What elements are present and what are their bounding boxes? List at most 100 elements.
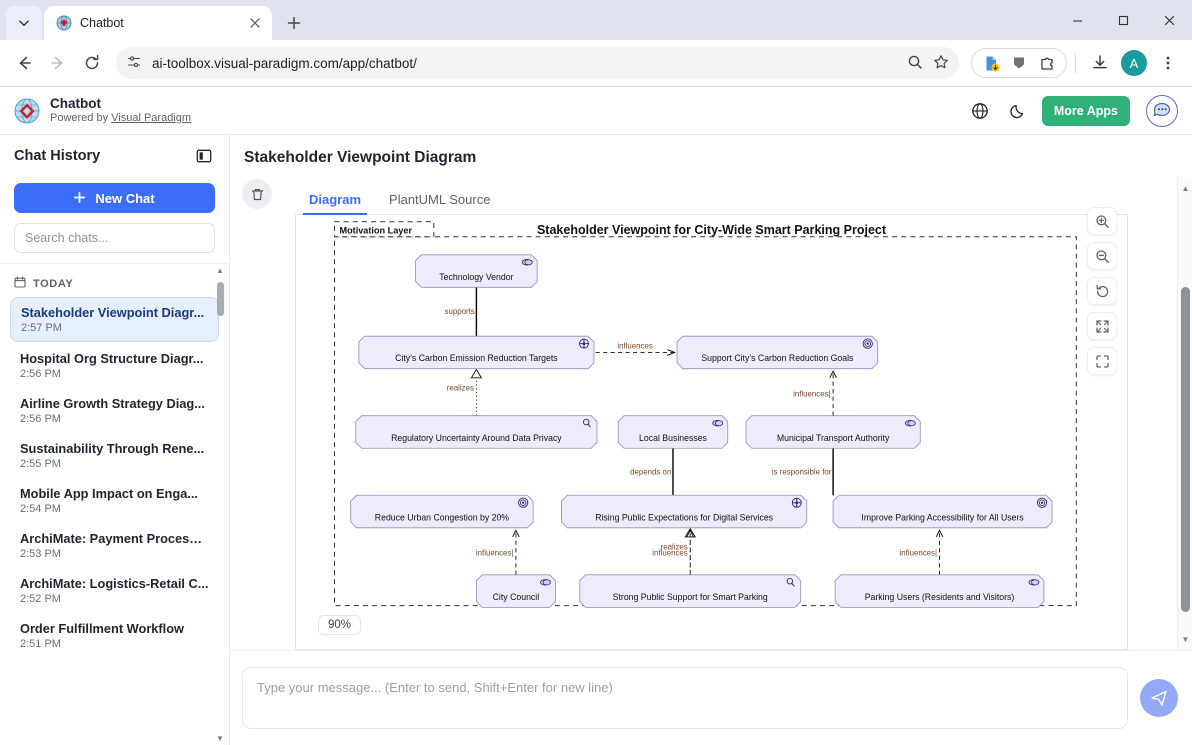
avatar-initial: A	[1121, 50, 1147, 76]
visual-paradigm-link[interactable]: Visual Paradigm	[111, 111, 192, 124]
chat-list-item[interactable]: Stakeholder Viewpoint Diagr... 2:57 PM	[10, 297, 219, 342]
toolbar-divider	[1075, 53, 1076, 73]
download-icon[interactable]	[1084, 47, 1116, 79]
chat-item-title: Sustainability Through Rene...	[20, 441, 205, 456]
browser-tab-strip: Chatbot	[0, 0, 1192, 40]
fit-frame-icon[interactable]	[1087, 347, 1117, 375]
svg-text:influences|: influences|	[476, 548, 514, 557]
close-icon[interactable]	[246, 14, 264, 32]
message-input[interactable]: Type your message... (Enter to send, Shi…	[242, 667, 1128, 729]
minimize-icon[interactable]	[1054, 0, 1100, 40]
svg-text:influences: influences	[617, 341, 653, 350]
kebab-menu-icon[interactable]	[1152, 47, 1184, 79]
save-document-icon[interactable]	[978, 50, 1004, 76]
zoom-search-icon[interactable]	[907, 54, 923, 73]
canvas-wrapper: Diagram PlantUML Source Stakeholder View…	[230, 177, 1192, 650]
content-scrollbar-thumb[interactable]	[1181, 287, 1190, 612]
window-controls	[1054, 0, 1192, 40]
trash-icon[interactable]	[242, 179, 272, 209]
chat-list-item[interactable]: Hospital Org Structure Diagr... 2:56 PM	[10, 344, 219, 387]
send-paper-plane-icon[interactable]	[1140, 679, 1178, 717]
panel-collapse-icon[interactable]	[193, 145, 215, 167]
chat-list-item[interactable]: Mobile App Impact on Enga... 2:54 PM	[10, 479, 219, 522]
brand-text: Chatbot Powered by Visual Paradigm	[50, 96, 191, 124]
page-title: Stakeholder Viewpoint Diagram	[244, 149, 477, 166]
zoom-in-icon[interactable]	[1087, 207, 1117, 235]
sidebar-scrollbar[interactable]: ▲ ▼	[213, 266, 227, 743]
extensions-pill	[971, 48, 1067, 78]
expand-icon[interactable]	[1087, 312, 1117, 340]
address-bar[interactable]: ai-toolbox.visual-paradigm.com/app/chatb…	[116, 47, 959, 79]
chat-list: TODAY Stakeholder Viewpoint Diagr... 2:5…	[0, 264, 229, 745]
svg-text:supports: supports	[445, 307, 475, 316]
svg-text:is responsible for: is responsible for	[772, 467, 832, 476]
chat-item-time: 2:51 PM	[20, 638, 61, 650]
chat-item-time: 2:52 PM	[20, 593, 61, 605]
tab-title: Chatbot	[80, 16, 124, 30]
chat-list-item[interactable]: Order Fulfillment Workflow 2:51 PM	[10, 614, 219, 657]
visual-paradigm-globe-icon	[56, 15, 72, 31]
tab-search-chevron-down-icon[interactable]	[6, 6, 42, 40]
chat-list-item[interactable]: ArchiMate: Logistics-Retail C... 2:52 PM	[10, 569, 219, 612]
chat-item-title: Airline Growth Strategy Diag...	[20, 396, 205, 411]
svg-text:Motivation Layer: Motivation Layer	[339, 225, 412, 235]
svg-text:realizes: realizes	[447, 383, 474, 392]
tab-diagram[interactable]: Diagram	[295, 192, 375, 215]
sidebar-actions: New Chat	[0, 177, 229, 264]
plus-icon	[74, 191, 86, 206]
forward-arrow-right-icon[interactable]	[42, 47, 74, 79]
caret-down-icon[interactable]: ▼	[216, 734, 224, 743]
diagram-tabs: Diagram PlantUML Source	[295, 185, 1128, 215]
svg-text:Parking Users (Residents and V: Parking Users (Residents and Visitors)	[865, 592, 1015, 602]
chat-list-item[interactable]: Sustainability Through Rene... 2:55 PM	[10, 434, 219, 477]
back-arrow-left-icon[interactable]	[8, 47, 40, 79]
more-apps-button[interactable]: More Apps	[1041, 95, 1130, 126]
chat-item-time: 2:56 PM	[20, 368, 61, 380]
new-tab-plus-icon[interactable]	[280, 9, 308, 37]
search-input[interactable]	[14, 223, 215, 253]
content-scrollbar[interactable]: ▲ ▼	[1177, 177, 1192, 650]
chat-bubble-icon[interactable]	[1146, 94, 1178, 127]
diagram-canvas[interactable]: Stakeholder Viewpoint for City-Wide Smar…	[296, 215, 1127, 649]
window-close-icon[interactable]	[1146, 0, 1192, 40]
diagram-card: Stakeholder Viewpoint for City-Wide Smar…	[295, 185, 1128, 650]
app-header: Chatbot Powered by Visual Paradigm More …	[0, 87, 1192, 135]
caret-up-icon[interactable]: ▲	[216, 266, 224, 275]
svg-text:Rising Public Expectations for: Rising Public Expectations for Digital S…	[595, 512, 773, 522]
extensions-puzzle-icon[interactable]	[1034, 50, 1060, 76]
new-chat-button[interactable]: New Chat	[14, 183, 215, 213]
svg-text:Strong Public Support for Smar: Strong Public Support for Smart Parking	[613, 592, 768, 602]
app-title: Chatbot	[50, 96, 101, 112]
svg-text:Reduce Urban Congestion by 20%: Reduce Urban Congestion by 20%	[375, 512, 510, 522]
scrollbar-thumb[interactable]	[217, 282, 224, 316]
bookmark-star-icon[interactable]	[933, 54, 949, 73]
reset-rotate-icon[interactable]	[1087, 277, 1117, 305]
chat-item-title: ArchiMate: Logistics-Retail C...	[20, 576, 209, 591]
svg-text:Local Businesses: Local Businesses	[639, 433, 707, 443]
tab-plantuml-source[interactable]: PlantUML Source	[389, 192, 491, 207]
browser-tab[interactable]: Chatbot	[44, 6, 272, 40]
globe-icon[interactable]	[966, 97, 994, 125]
zoom-level-badge[interactable]: 90%	[318, 615, 362, 635]
chat-group-today: TODAY	[0, 270, 229, 295]
diagram-zoom-tools	[1087, 207, 1117, 375]
visual-paradigm-logo-icon	[14, 98, 40, 124]
main-area: Chat History New Chat TODAY Stak	[0, 135, 1192, 745]
browser-toolbar: ai-toolbox.visual-paradigm.com/app/chatb…	[0, 40, 1192, 87]
bookmark-manager-icon[interactable]	[1006, 50, 1032, 76]
site-settings-tune-icon[interactable]	[126, 54, 142, 73]
maximize-icon[interactable]	[1100, 0, 1146, 40]
chat-item-title: Order Fulfillment Workflow	[20, 621, 184, 636]
scroll-down-caret-icon[interactable]: ▼	[1181, 634, 1190, 644]
svg-text:Municipal Transport Authority: Municipal Transport Authority	[777, 433, 890, 443]
chat-list-item[interactable]: Airline Growth Strategy Diag... 2:56 PM	[10, 389, 219, 432]
zoom-out-icon[interactable]	[1087, 242, 1117, 270]
chat-item-title: Stakeholder Viewpoint Diagr...	[21, 305, 205, 320]
chat-item-time: 2:53 PM	[20, 548, 61, 560]
svg-text:influences: influences	[652, 548, 688, 557]
chat-list-item[interactable]: ArchiMate: Payment Process ... 2:53 PM	[10, 524, 219, 567]
reload-icon[interactable]	[76, 47, 108, 79]
moon-icon[interactable]	[1004, 97, 1032, 125]
profile-avatar[interactable]: A	[1118, 47, 1150, 79]
scroll-up-caret-icon[interactable]: ▲	[1181, 183, 1190, 193]
